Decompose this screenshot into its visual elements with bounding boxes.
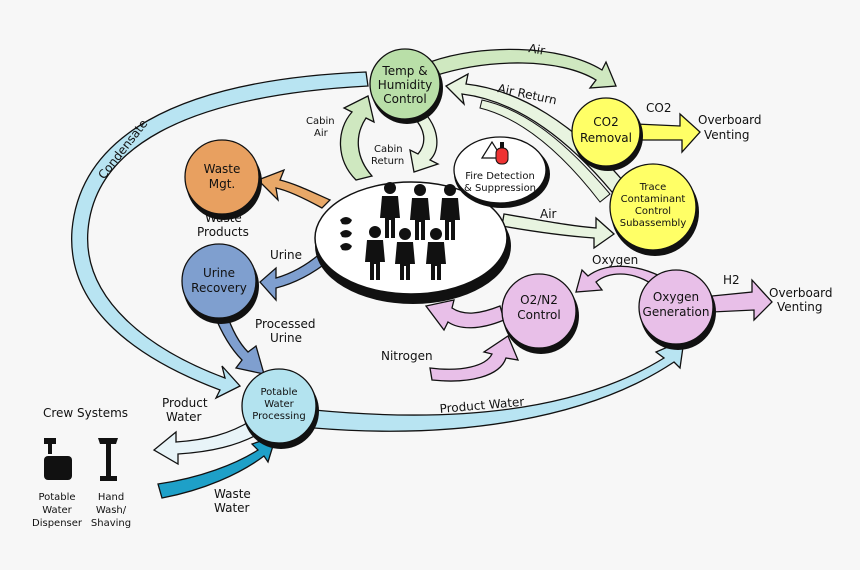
o2n2-out-arrow [424,299,505,332]
fire-detection-node: Fire Detection & Suppression [453,136,550,208]
potable-label-1: Potable [260,387,297,398]
hand-wash-label-3: Shaving [91,518,131,529]
cabin-return-arrow [409,111,440,173]
condensate-label: Condensate [95,117,150,182]
air-top-label: Air [527,41,546,58]
crew-cabin [314,181,511,304]
product-water-left-label-1: Product [162,396,208,410]
air-arrow-mid [501,213,616,250]
trace-contaminant-node: Trace Contaminant Control Subassembly [609,163,699,256]
oxygen-label: Oxygen [592,253,638,267]
h2-label: H2 [723,273,740,287]
processed-urine-label-2: Urine [270,331,302,345]
potable-label-3: Processing [252,411,305,422]
condensate-arrow [71,71,369,400]
oxygen-arrow [575,265,662,293]
oxygen-gen-label-1: Oxygen [653,290,699,304]
urine-recovery-label-1: Urine [203,266,235,280]
waste-water-label-1: Waste [214,487,251,501]
nitrogen-arrow [429,335,520,382]
co2-vent-arrow [635,112,701,154]
fire-extinguisher-icon [480,140,509,165]
urine-recovery-label-2: Recovery [191,281,247,295]
crew-figures-icon [365,182,460,280]
o2n2-label-1: O2/N2 [520,293,558,307]
fire-detection-label-1: Fire Detection [465,171,535,182]
urine-label: Urine [270,248,302,262]
cabin-air-label-1: Cabin [306,116,335,127]
air-return-arrow-inner [479,99,611,203]
temp-humidity-label-3: Control [383,92,426,106]
temp-humidity-node: Temp & Humidity Control [369,48,443,124]
temp-humidity-label-2: Humidity [378,78,432,92]
potable-dispenser-icon [44,438,72,480]
product-water-left-arrow [152,419,263,466]
waste-mgt-label-2: Mgt. [209,177,236,191]
product-water-arrow [313,338,685,432]
waste-products-label-2: Products [197,225,249,239]
oxygen-gen-label-2: Generation [643,305,710,319]
cabin-air-arrow [339,95,375,181]
processed-urine-label-1: Processed [255,317,316,331]
o2n2-control-node: O2/N2 Control [501,273,579,354]
urine-arrow [259,251,331,302]
processed-urine-arrow [213,311,265,375]
co2-label: CO2 [646,101,671,115]
co2-removal-node: CO2 Removal [571,97,643,171]
trace-label-4: Subassembly [620,218,687,229]
trace-label-1: Trace [639,182,667,193]
hand-wash-label-2: Wash/ [96,505,127,516]
small-figures-icon [340,217,352,251]
cabin-return-label-2: Return [371,156,404,167]
overboard-venting-2-l2: Venting [777,300,823,314]
waste-products-label-1: Waste [205,211,242,225]
crew-systems-label: Crew Systems [43,406,128,420]
cabin-air-label-2: Air [314,128,329,139]
fire-detection-label-2: & Suppression [464,183,536,194]
waste-mgt-label-1: Waste [204,162,241,176]
hand-wash-icon [98,438,118,481]
trace-label-2: Contaminant [621,194,686,205]
cabin-return-label-1: Cabin [374,144,403,155]
overboard-venting-2-l1: Overboard [769,286,833,300]
potable-label-2: Water [264,399,294,410]
overboard-venting-1-l1: Overboard [698,113,762,127]
overboard-venting-1-l2: Venting [704,128,750,142]
potable-water-node: Potable Water Processing [241,368,319,449]
co2-removal-label-1: CO2 [593,115,618,129]
waste-water-arrow [157,434,277,499]
potable-dispenser-label-2: Water [42,505,72,516]
waste-water-label-2: Water [214,501,250,515]
nitrogen-label: Nitrogen [381,349,433,363]
temp-humidity-label-1: Temp & [381,64,427,78]
potable-dispenser-label-3: Dispenser [32,518,83,529]
co2-removal-label-2: Removal [580,131,632,145]
trace-label-3: Control [635,206,671,217]
potable-dispenser-label-1: Potable [38,492,75,503]
waste-mgt-node: Waste Mgt. [184,139,262,220]
product-water-left-label-2: Water [166,410,202,424]
oxygen-generation-node: Oxygen Generation [638,269,716,350]
urine-recovery-node: Urine Recovery [181,243,259,324]
waste-products-arrow [256,168,332,209]
hand-wash-label-1: Hand [98,492,124,503]
h2-vent-arrow [711,278,773,322]
air-arrow-top [429,48,617,89]
air-mid-label: Air [540,207,557,221]
o2n2-label-2: Control [517,308,560,322]
